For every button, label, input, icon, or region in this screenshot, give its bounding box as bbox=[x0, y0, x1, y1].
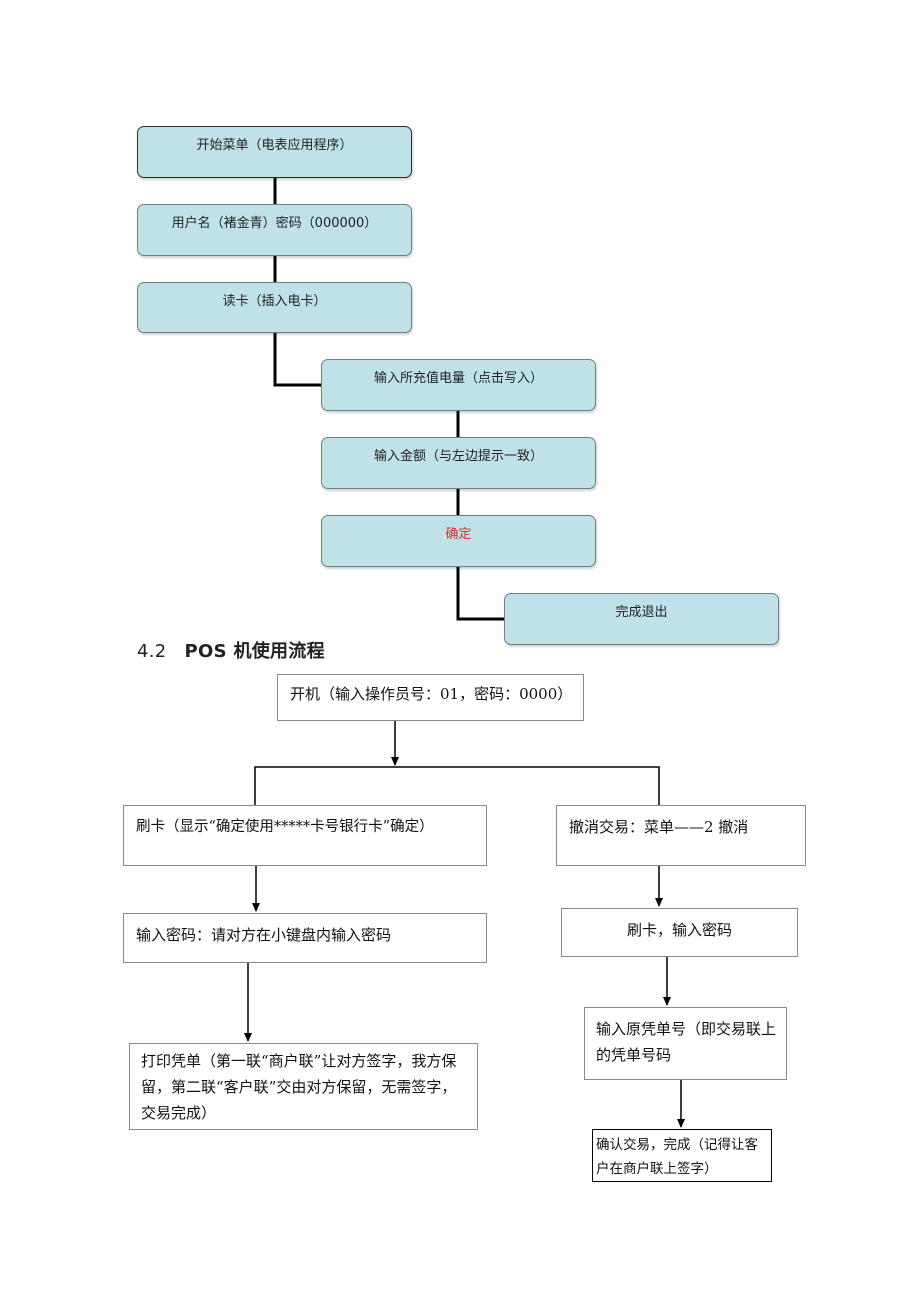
pos-step-label: 打印凭单（第一联“商户联”让对方签字，我方保留，第二联“客户联”交由对方保留，无… bbox=[141, 1052, 457, 1122]
meter-step-login: 用户名（褚金青）密码（000000） bbox=[137, 204, 412, 256]
meter-step-label-confirm: 确定 bbox=[445, 527, 472, 542]
pos-step-enter-original-receipt-no: 输入原凭单号（即交易联上的凭单号码 bbox=[584, 1007, 787, 1080]
meter-step-start-menu: 开始菜单（电表应用程序） bbox=[137, 126, 412, 178]
pos-step-label: 输入密码：请对方在小键盘内输入密码 bbox=[136, 926, 392, 944]
meter-step-confirm: 确定 bbox=[321, 515, 596, 567]
pos-step-label: 输入原凭单号（即交易联上的凭单号码 bbox=[596, 1020, 777, 1064]
pos-step-label: 确认交易，完成（记得让客户在商户联上签字） bbox=[596, 1137, 758, 1177]
pos-step-cancel-transaction: 撤消交易：菜单——2 撤消 bbox=[556, 805, 806, 866]
pos-step-confirm-transaction: 确认交易，完成（记得让客户在商户联上签字） bbox=[592, 1129, 772, 1182]
branch-line bbox=[254, 766, 660, 805]
pos-step-print-receipt: 打印凭单（第一联“商户联”让对方签字，我方保留，第二联“客户联”交由对方保留，无… bbox=[129, 1043, 478, 1130]
meter-step-label: 输入金额（与左边提示一致） bbox=[373, 449, 543, 464]
pos-step-swipe-card: 刷卡（显示“确定使用*****卡号银行卡”确定） bbox=[123, 805, 487, 866]
pos-step-label: 刷卡，输入密码 bbox=[626, 921, 732, 939]
pos-step-swipe-and-pin: 刷卡，输入密码 bbox=[561, 908, 798, 957]
connector-3-4 bbox=[273, 333, 321, 387]
meter-step-label: 开始菜单（电表应用程序） bbox=[196, 138, 353, 153]
pos-step-label: 开机（输入操作员号：01，密码：0000） bbox=[290, 685, 573, 703]
meter-step-label: 完成退出 bbox=[615, 605, 668, 620]
pos-step-enter-pin: 输入密码：请对方在小键盘内输入密码 bbox=[123, 913, 487, 963]
section-heading: 4.2 POS 机使用流程 bbox=[137, 637, 325, 663]
pos-step-label: 刷卡（显示“确定使用*****卡号银行卡”确定） bbox=[136, 819, 434, 835]
pos-step-power-on: 开机（输入操作员号：01，密码：0000） bbox=[277, 674, 584, 721]
meter-flow-connectors bbox=[273, 178, 504, 621]
meter-step-label: 输入所充值电量（点击写入） bbox=[373, 371, 543, 386]
pos-step-label: 撤消交易：菜单——2 撤消 bbox=[569, 818, 749, 836]
section-number: 4.2 bbox=[137, 641, 167, 662]
meter-step-finish-exit: 完成退出 bbox=[504, 593, 779, 645]
meter-step-read-card: 读卡（插入电卡） bbox=[137, 282, 412, 333]
section-title: POS 机使用流程 bbox=[184, 641, 325, 662]
meter-step-enter-money: 输入金额（与左边提示一致） bbox=[321, 437, 596, 489]
meter-step-label: 用户名（褚金青）密码（000000） bbox=[171, 216, 378, 231]
connector-6-7 bbox=[456, 567, 504, 621]
pos-flow-connectors bbox=[244, 721, 685, 1128]
meter-step-enter-amount-power: 输入所充值电量（点击写入） bbox=[321, 359, 596, 411]
meter-step-label: 读卡（插入电卡） bbox=[222, 294, 327, 309]
